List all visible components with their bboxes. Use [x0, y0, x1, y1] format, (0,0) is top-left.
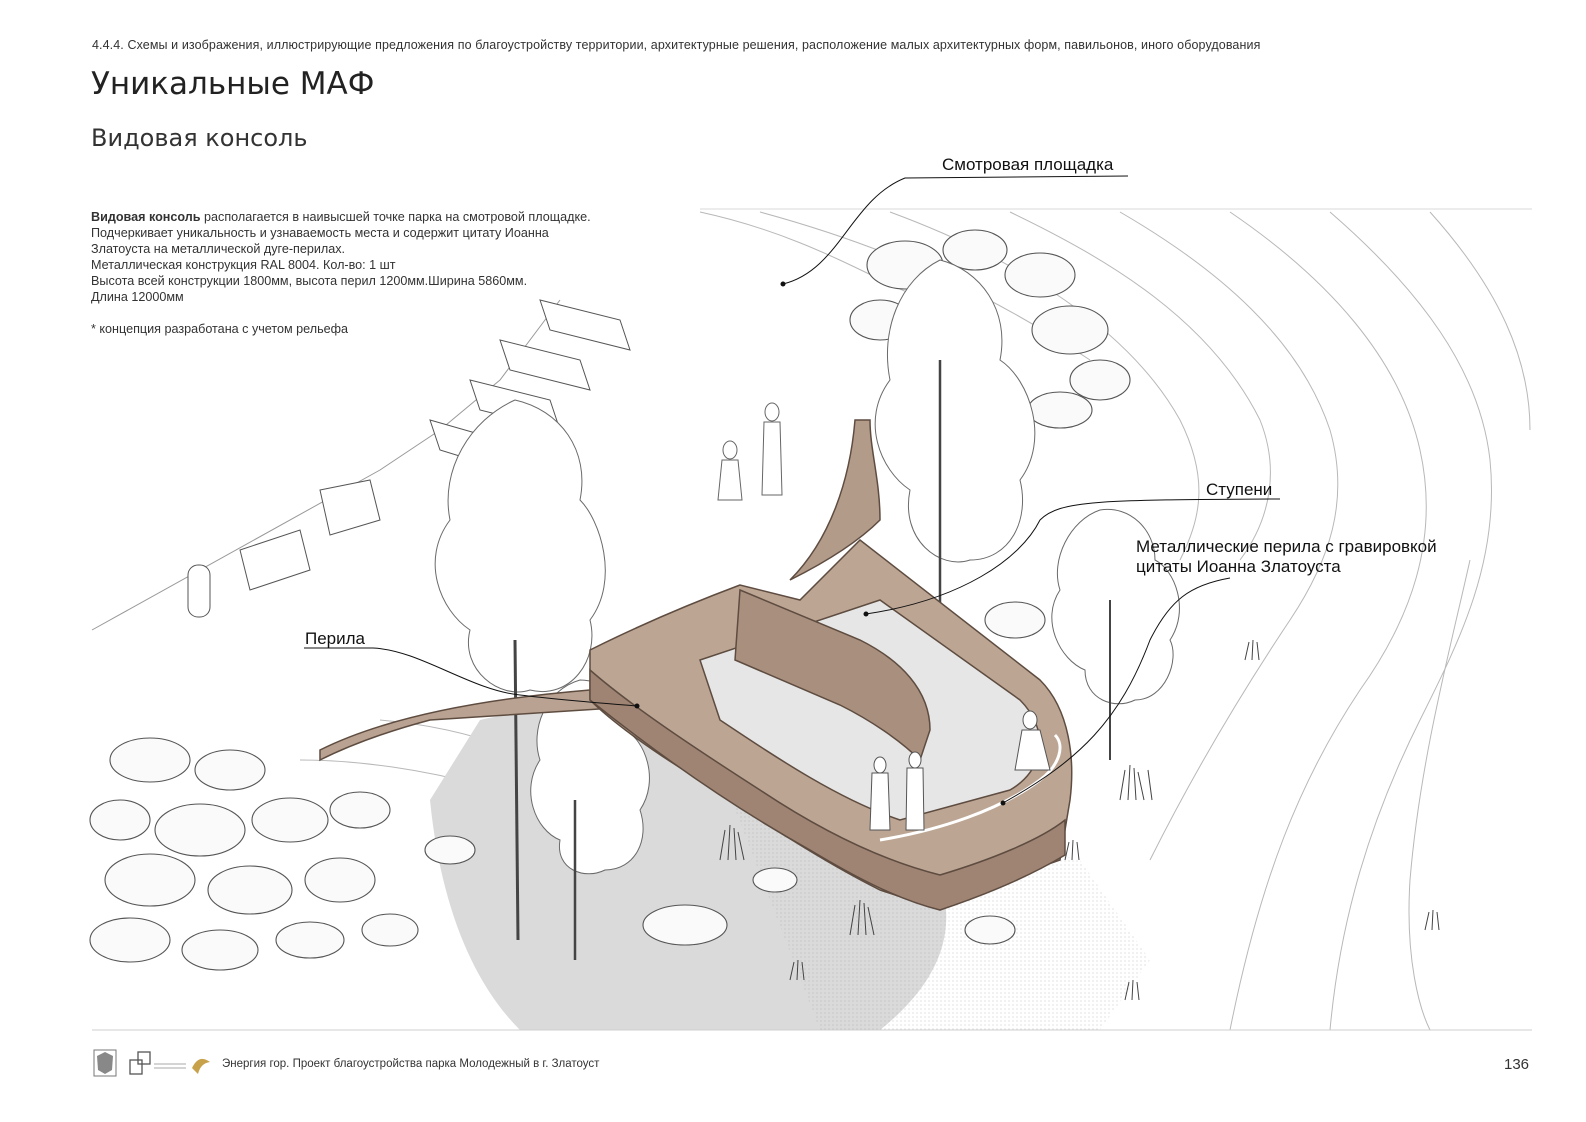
- footer: Энергия гор. Проект благоустройства парк…: [0, 1040, 1586, 1090]
- breadcrumb: 4.4.4. Схемы и изображения, иллюстрирующ…: [92, 38, 1261, 52]
- page-number: 136: [1504, 1056, 1530, 1073]
- description-note: * концепция разработана с учетом рельефа: [91, 322, 349, 336]
- callout-steps: Ступени: [1206, 480, 1273, 499]
- rocks-left: [89, 737, 798, 971]
- footer-project-text: Энергия гор. Проект благоустройства парк…: [222, 1058, 600, 1070]
- rocks-upper: [849, 229, 1131, 945]
- section-title: Видовая консоль: [91, 124, 308, 152]
- console-ramp: [319, 689, 661, 762]
- description-material: Металлическая конструкция RAL 8004. Кол-…: [91, 258, 396, 272]
- page-title: Уникальные МАФ: [91, 66, 375, 102]
- description-paragraph: Видовая консоль располагается в наивысше…: [91, 209, 591, 257]
- grass: [719, 639, 1440, 1001]
- people-on-console: [869, 710, 1051, 831]
- callout-railing-engraved-line1: Металлические перила с гравировкой: [1136, 537, 1437, 556]
- console-front-face: [589, 668, 1066, 911]
- logo-bird-icon: [192, 1058, 210, 1074]
- callout-leaders: [304, 175, 1281, 806]
- description-dimensions: Высота всей конструкции 1800мм, высота п…: [91, 274, 528, 288]
- viewing-console: [319, 419, 1073, 911]
- console-back-wall: [789, 419, 881, 581]
- console-inner-wall: [734, 588, 931, 762]
- description: Видовая консоль располагается в наивысше…: [91, 209, 591, 337]
- callout-viewpoint: Смотровая площадка: [942, 155, 1114, 174]
- description-length: Длина 12000мм: [91, 290, 184, 304]
- people-background: [717, 402, 783, 501]
- callout-railing-engraved-line2: цитаты Иоанна Златоуста: [1136, 557, 1341, 576]
- logo-emblem-icon: [93, 1049, 117, 1077]
- description-lead-rest: располагается в наивысшей точке парка на…: [91, 210, 591, 256]
- description-lead: Видовая консоль: [91, 210, 201, 224]
- callout-railing: Перила: [305, 629, 365, 648]
- footer-logos: [93, 1049, 210, 1077]
- logo-squares-icon: [129, 1051, 186, 1075]
- trees: [434, 259, 1180, 960]
